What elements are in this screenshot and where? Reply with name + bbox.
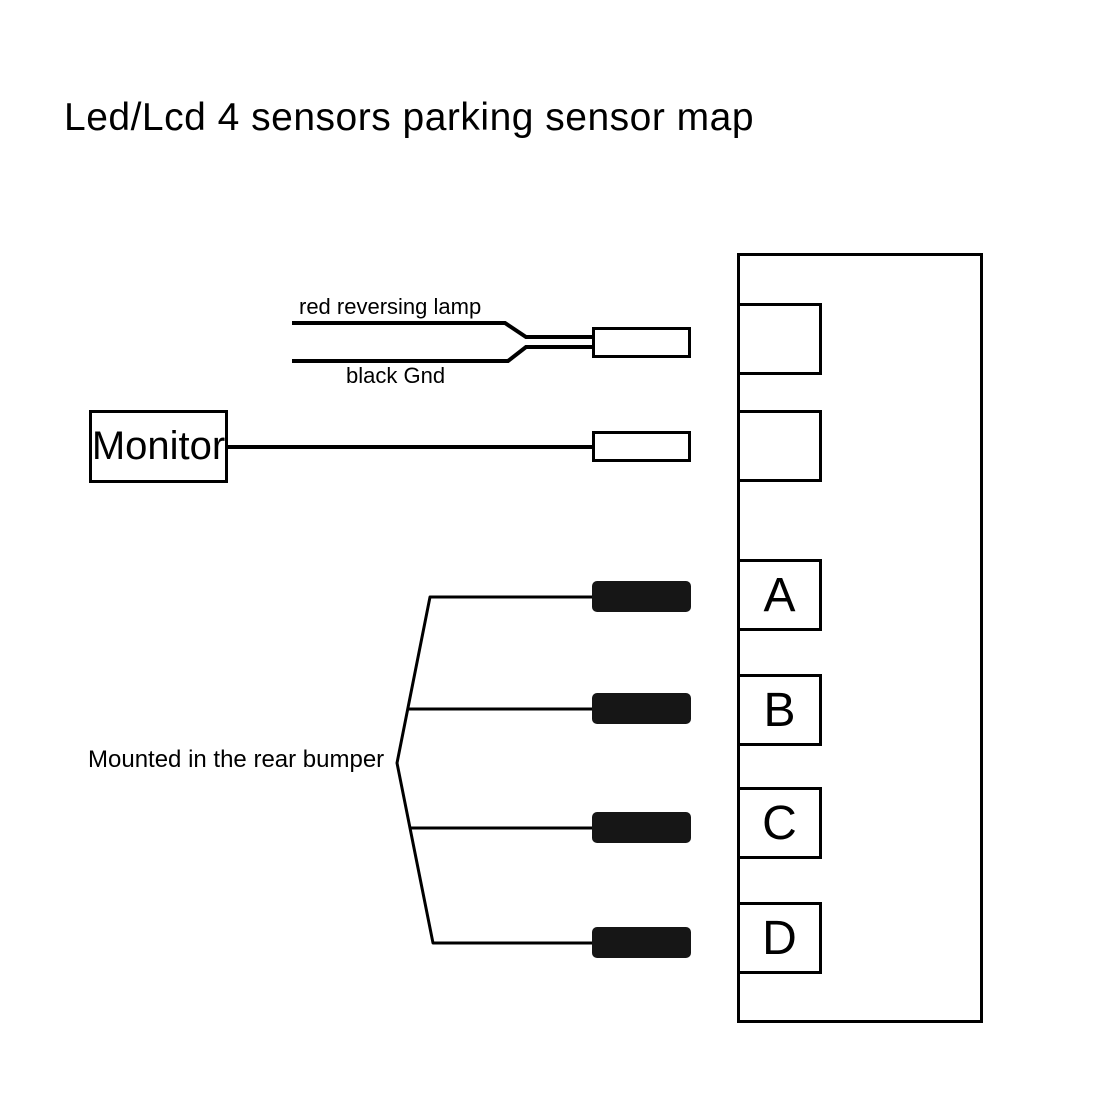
sensor-port-a-label: A (763, 568, 796, 622)
black-gnd-wire (292, 345, 594, 363)
sensor-harness-chevron (395, 595, 435, 945)
sensor-port-b-label: B (763, 683, 796, 737)
monitor-connector-plug (592, 431, 691, 462)
black-wire-label: black Gnd (346, 363, 446, 388)
sensor-port-b: B (737, 674, 822, 746)
red-wire-label: red reversing lamp (299, 294, 482, 319)
sensor-a-plug (592, 581, 691, 612)
sensor-c-plug (592, 812, 691, 843)
sensor-b-plug (592, 693, 691, 724)
sensor-port-d-label: D (762, 911, 797, 965)
sensor-port-c-label: C (762, 796, 797, 850)
power-port-square (737, 303, 822, 375)
red-reversing-lamp-wire (292, 321, 594, 339)
control-box (737, 253, 983, 1023)
sensor-port-c: C (737, 787, 822, 859)
sensor-port-d: D (737, 902, 822, 974)
power-connector-plug (592, 327, 691, 358)
bumper-note-label: Mounted in the rear bumper (88, 746, 385, 773)
page-title: Led/Lcd 4 sensors parking sensor map (64, 96, 755, 139)
monitor-label: Monitor (91, 424, 226, 468)
monitor-port-square (737, 410, 822, 482)
monitor-box: Monitor (89, 410, 228, 483)
sensor-d-plug (592, 927, 691, 958)
sensor-port-a: A (737, 559, 822, 631)
